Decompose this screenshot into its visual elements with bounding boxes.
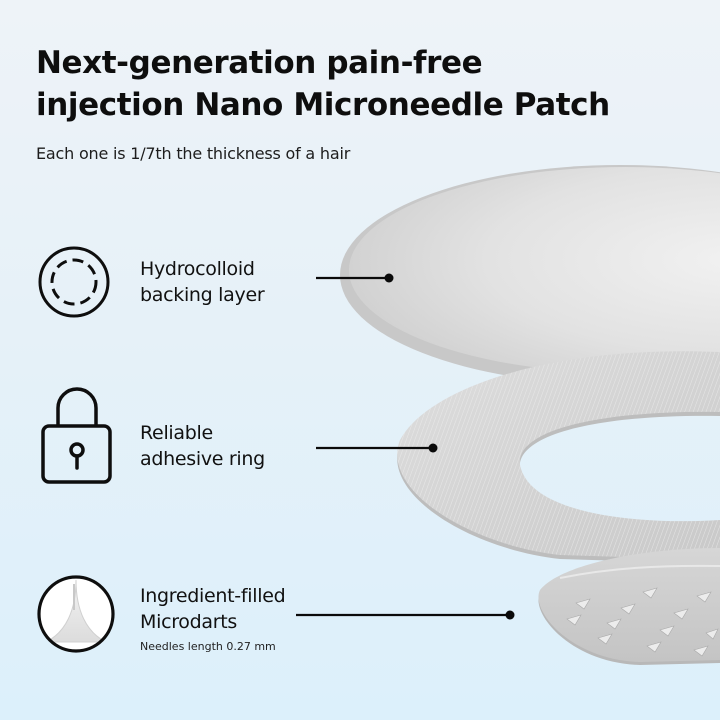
feature-label: Reliable adhesive ring: [140, 422, 265, 470]
hydrocolloid-layer: [340, 165, 720, 385]
needle-length-note: Needles length 0.27 mm: [140, 640, 276, 653]
leader-dot-microdarts: [505, 610, 515, 620]
microdart-layer: [538, 548, 720, 665]
leader-dot-adhesive: [428, 443, 438, 453]
microdart-cone-icon: [37, 575, 115, 653]
title-line-2: injection Nano Microneedle Patch: [36, 87, 610, 123]
subtitle: Each one is 1/7th the thickness of a hai…: [36, 144, 351, 163]
microdart-cones: [566, 587, 719, 657]
padlock-icon: [41, 387, 112, 484]
title-line-1: Next-generation pain-free: [36, 45, 483, 81]
leader-dot-hydrocolloid: [384, 273, 394, 283]
dashed-circle-icon: [38, 246, 110, 318]
page-title: Next-generation pain-free injection Nano…: [36, 42, 696, 126]
adhesive-ring-layer: [397, 351, 720, 564]
leader-lines: [296, 273, 515, 620]
feature-label: Hydrocolloid backing layer: [140, 258, 265, 306]
feature-label: Ingredient-filled Microdarts: [140, 585, 286, 633]
